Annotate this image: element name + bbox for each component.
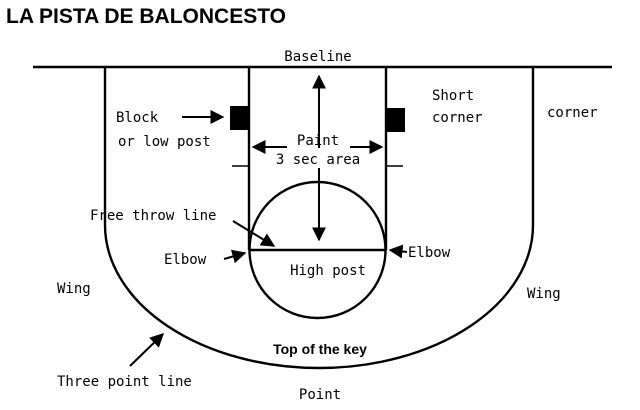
label-point: Point xyxy=(299,387,341,403)
free-throw-circle xyxy=(248,180,387,320)
label-wing-right: Wing xyxy=(527,286,561,302)
arrow-free-throw-line xyxy=(232,220,276,247)
three-point-line xyxy=(103,67,535,370)
label-high-post: High post xyxy=(290,263,366,279)
arrow-three-point-line xyxy=(129,333,165,367)
arrow-elbow-right xyxy=(388,244,408,259)
block-marker-right xyxy=(387,108,405,132)
label-three-point-line: Three point line xyxy=(57,374,192,390)
label-block-line2: or low post xyxy=(118,134,211,150)
label-elbow-right: Elbow xyxy=(408,245,451,261)
label-elbow-left: Elbow xyxy=(164,252,207,268)
label-baseline: Baseline xyxy=(284,49,351,65)
label-top-of-key: Top of the key xyxy=(273,341,367,357)
label-short-corner-line1: Short xyxy=(432,88,474,104)
label-corner: corner xyxy=(547,105,598,121)
label-paint-line2: 3 sec area xyxy=(276,152,360,168)
block-marker-left xyxy=(230,106,248,130)
arrow-elbow-left xyxy=(223,249,247,264)
label-paint-line1: Paint xyxy=(297,133,339,149)
label-block-line1: Block xyxy=(116,110,159,126)
diagram-title: LA PISTA DE BALONCESTO xyxy=(6,5,286,28)
label-short-corner-line2: corner xyxy=(432,110,483,126)
label-wing-left: Wing xyxy=(57,281,91,297)
label-free-throw-line: Free throw line xyxy=(90,208,216,224)
